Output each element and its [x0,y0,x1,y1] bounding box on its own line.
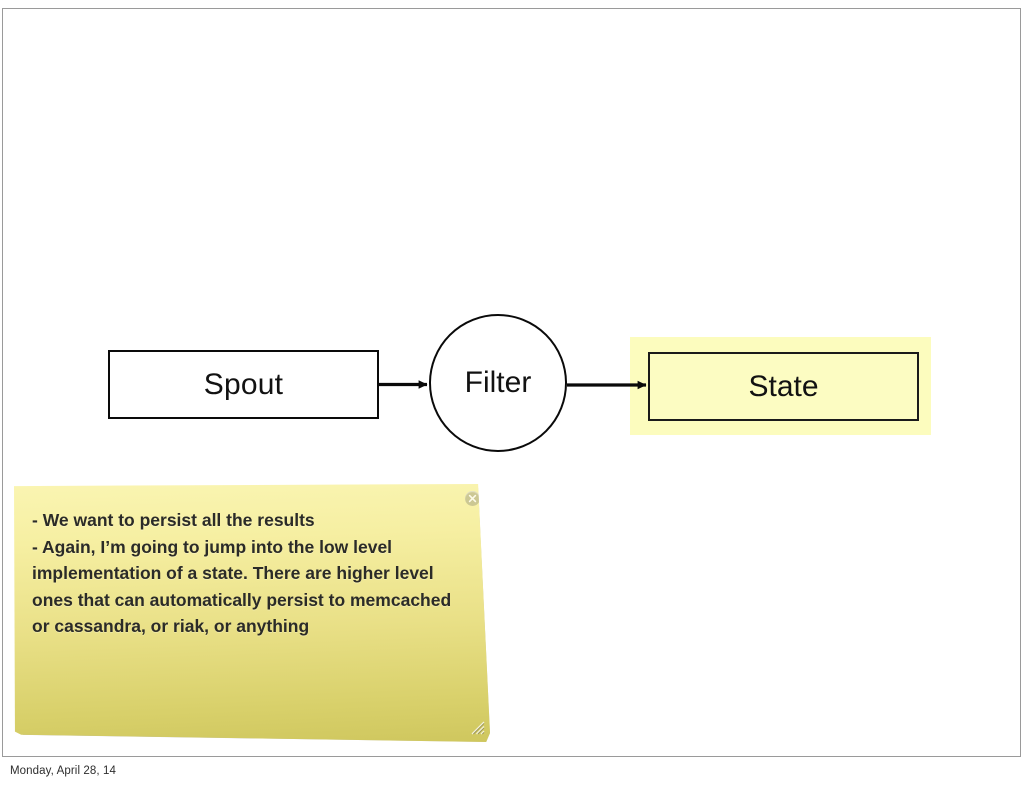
presenter-note[interactable]: - We want to persist all the results - A… [14,484,490,742]
node-state-label: State [748,369,819,403]
node-spout-label: Spout [203,367,284,401]
presenter-note-text: - We want to persist all the results - A… [32,510,452,636]
node-spout[interactable]: Spout [108,350,379,419]
presenter-note-surface[interactable]: - We want to persist all the results - A… [14,484,490,742]
node-filter[interactable]: Filter [429,314,567,452]
close-circle-icon[interactable] [465,491,480,506]
slide-footer-date: Monday, April 28, 14 [10,765,116,777]
close-icon-glyph [468,494,477,503]
node-filter-label: Filter [464,366,532,399]
resize-grip-icon[interactable] [468,718,485,735]
node-state[interactable]: State [648,352,919,421]
